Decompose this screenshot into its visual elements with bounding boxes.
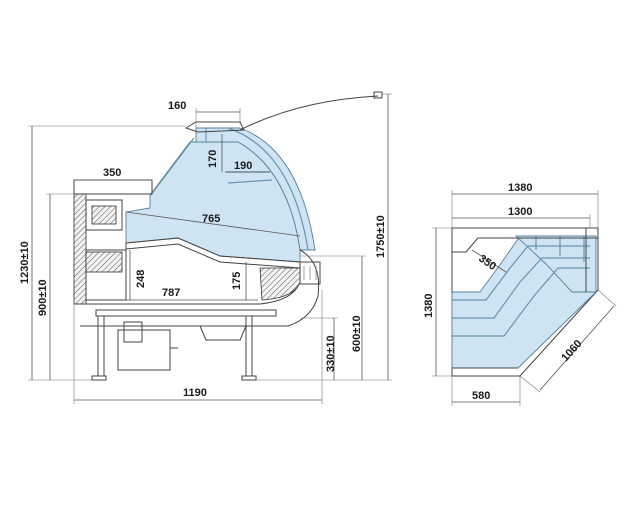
dim-shelf-width: 190: [234, 160, 252, 172]
compressor: [123, 321, 143, 343]
tank-insulation: [85, 251, 123, 273]
back-wall-insulation: [73, 193, 87, 305]
top-shelf: [73, 179, 153, 195]
rear-storage: [85, 199, 123, 231]
front-vent: [299, 261, 321, 285]
dim-total-height: 1750±10: [375, 215, 387, 258]
front-panel: [80, 249, 320, 327]
dim-front-height: 175: [231, 272, 243, 290]
glass-rail: [149, 137, 195, 197]
dim-top-shelf-depth: 350: [103, 167, 121, 179]
foot: [91, 375, 107, 381]
dim-line: [539, 305, 615, 391]
corner-shelf-line: [452, 257, 590, 319]
drain-tray: [199, 325, 247, 341]
corner-shelf-line: [452, 267, 590, 337]
dim-shelf-offset: 170: [207, 150, 219, 168]
base-frame: [95, 309, 277, 317]
rear-storage-insulation: [91, 205, 117, 225]
dim-radius: 350: [476, 253, 498, 273]
front-insulation: [259, 267, 301, 301]
dim-inner-width: 1300: [508, 206, 532, 218]
dim-counter-height: 1230±10: [19, 241, 31, 284]
corner-view: 1380 1300 1380 350 1060 580: [423, 182, 617, 406]
foot: [241, 375, 257, 381]
shelf-glass-edge-2: [227, 179, 273, 184]
dim-total-width: 1190: [183, 387, 207, 399]
dim-top-reach: 160: [168, 100, 186, 112]
dim-well-height: 248: [135, 270, 147, 288]
dim-outer-width: 1380: [508, 182, 532, 194]
dim-base-width: 580: [472, 390, 490, 402]
top-cover: [184, 121, 245, 133]
corner-back: [451, 228, 598, 253]
side-view: 160 170 190 350 765 787 248 175 1190 123…: [19, 91, 392, 404]
glass-inner-curve: [227, 127, 309, 251]
ext-line: [519, 375, 541, 393]
dim-plinth-height: 330±10: [325, 335, 337, 372]
dim-depth: 1380: [423, 294, 435, 318]
ext-line: [597, 289, 617, 307]
compressor-unit: [117, 329, 171, 371]
upper-shelf-glass: [195, 127, 207, 143]
corner-shelf-line: [452, 245, 590, 301]
dim-interior-depth: 787: [162, 287, 180, 299]
dim-line: [471, 249, 507, 273]
dim-base-height: 900±10: [37, 279, 49, 316]
dim-line: [125, 211, 301, 237]
canopy-bracket: [373, 91, 383, 99]
dim-deck-height: 600±10: [351, 315, 363, 352]
dim-diagonal: 1060: [559, 338, 584, 364]
dim-display-depth: 765: [202, 213, 220, 225]
canopy-arc: [239, 95, 379, 131]
